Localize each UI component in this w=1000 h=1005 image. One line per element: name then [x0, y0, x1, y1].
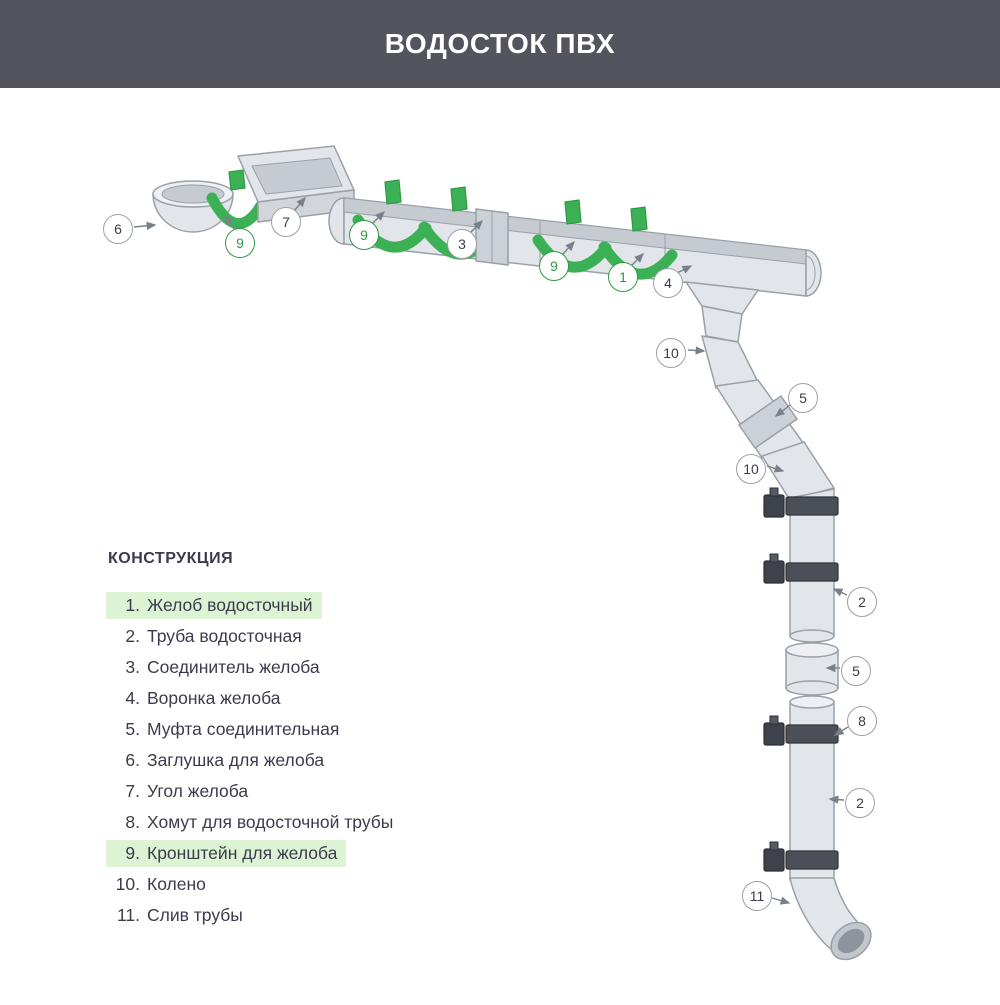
callout-arrows	[133, 196, 849, 905]
legend-heading: КОНСТРУКЦИЯ	[108, 550, 234, 567]
callout-2: 2	[847, 587, 877, 617]
legend-item-label: Труба водосточная	[147, 626, 302, 646]
elbow	[700, 335, 760, 389]
callout-5: 5	[841, 656, 871, 686]
legend-item-10: 10.Колено	[115, 874, 206, 894]
callout-10: 10	[736, 454, 766, 484]
legend-item-9: 9.Кронштейн для желоба	[106, 838, 402, 869]
gutter-bracket	[598, 206, 678, 280]
legend-item-1: 1.Желоб водосточный	[106, 590, 402, 621]
legend-item-8: 8.Хомут для водосточной трубы	[125, 812, 394, 832]
legend-item-5: 5.Муфта соединительная	[125, 719, 340, 739]
legend-item-label: Колено	[147, 874, 206, 894]
legend-item-label: Воронка желоба	[147, 688, 281, 708]
pipe-clamp	[763, 553, 839, 584]
callout-6: 6	[103, 214, 133, 244]
page-title: ВОДОСТОК ПВХ	[384, 28, 616, 59]
legend-item-label: Слив трубы	[147, 905, 243, 925]
gutter-connector	[475, 208, 509, 266]
header: ВОДОСТОК ПВХ	[0, 0, 1000, 88]
legend-item-label: Кронштейн для желоба	[147, 843, 338, 863]
pipe-outlet	[789, 877, 872, 961]
callout-5: 5	[788, 383, 818, 413]
legend-item-label: Муфта соединительная	[147, 719, 340, 739]
callout-8: 8	[847, 706, 877, 736]
pipe-coupling	[785, 642, 839, 696]
legend-item-2: 2.Труба водосточная	[125, 626, 302, 646]
callout-10: 10	[656, 338, 686, 368]
callout-9: 9	[349, 220, 379, 250]
legend-item-3: 3.Соединитель желоба	[125, 657, 320, 677]
legend-item-11: 11.Слив трубы	[116, 905, 243, 925]
legend: КОНСТРУКЦИЯ 1.Желоб водосточный 2.Труба …	[106, 550, 402, 931]
legend-item-label: Угол желоба	[147, 781, 249, 801]
pipe-clamp	[763, 715, 839, 746]
callout-1: 1	[608, 262, 638, 292]
pipe-clamp	[763, 487, 839, 518]
callout-4: 4	[653, 268, 683, 298]
downpipe-segment	[789, 695, 835, 881]
legend-item-7: 7.Угол желоба	[125, 781, 249, 801]
gutter-bracket	[206, 169, 268, 229]
legend-item-label: Хомут для водосточной трубы	[147, 812, 394, 832]
legend-item-label: Соединитель желоба	[147, 657, 320, 677]
callout-11: 11	[742, 881, 772, 911]
callout-7: 7	[271, 207, 301, 237]
callout-9: 9	[539, 251, 569, 281]
elbow	[760, 441, 836, 501]
legend-item-label: Желоб водосточный	[147, 595, 313, 615]
callout-3: 3	[447, 229, 477, 259]
gutter-bracket	[532, 199, 612, 273]
callout-2: 2	[845, 788, 875, 818]
callout-9: 9	[225, 228, 255, 258]
gutter-funnel	[684, 281, 760, 343]
legend-item-label: Заглушка для желоба	[147, 750, 325, 770]
legend-item-6: 6.Заглушка для желоба	[125, 750, 325, 770]
legend-item-4: 4.Воронка желоба	[125, 688, 281, 708]
pipe-clamp	[763, 841, 839, 872]
